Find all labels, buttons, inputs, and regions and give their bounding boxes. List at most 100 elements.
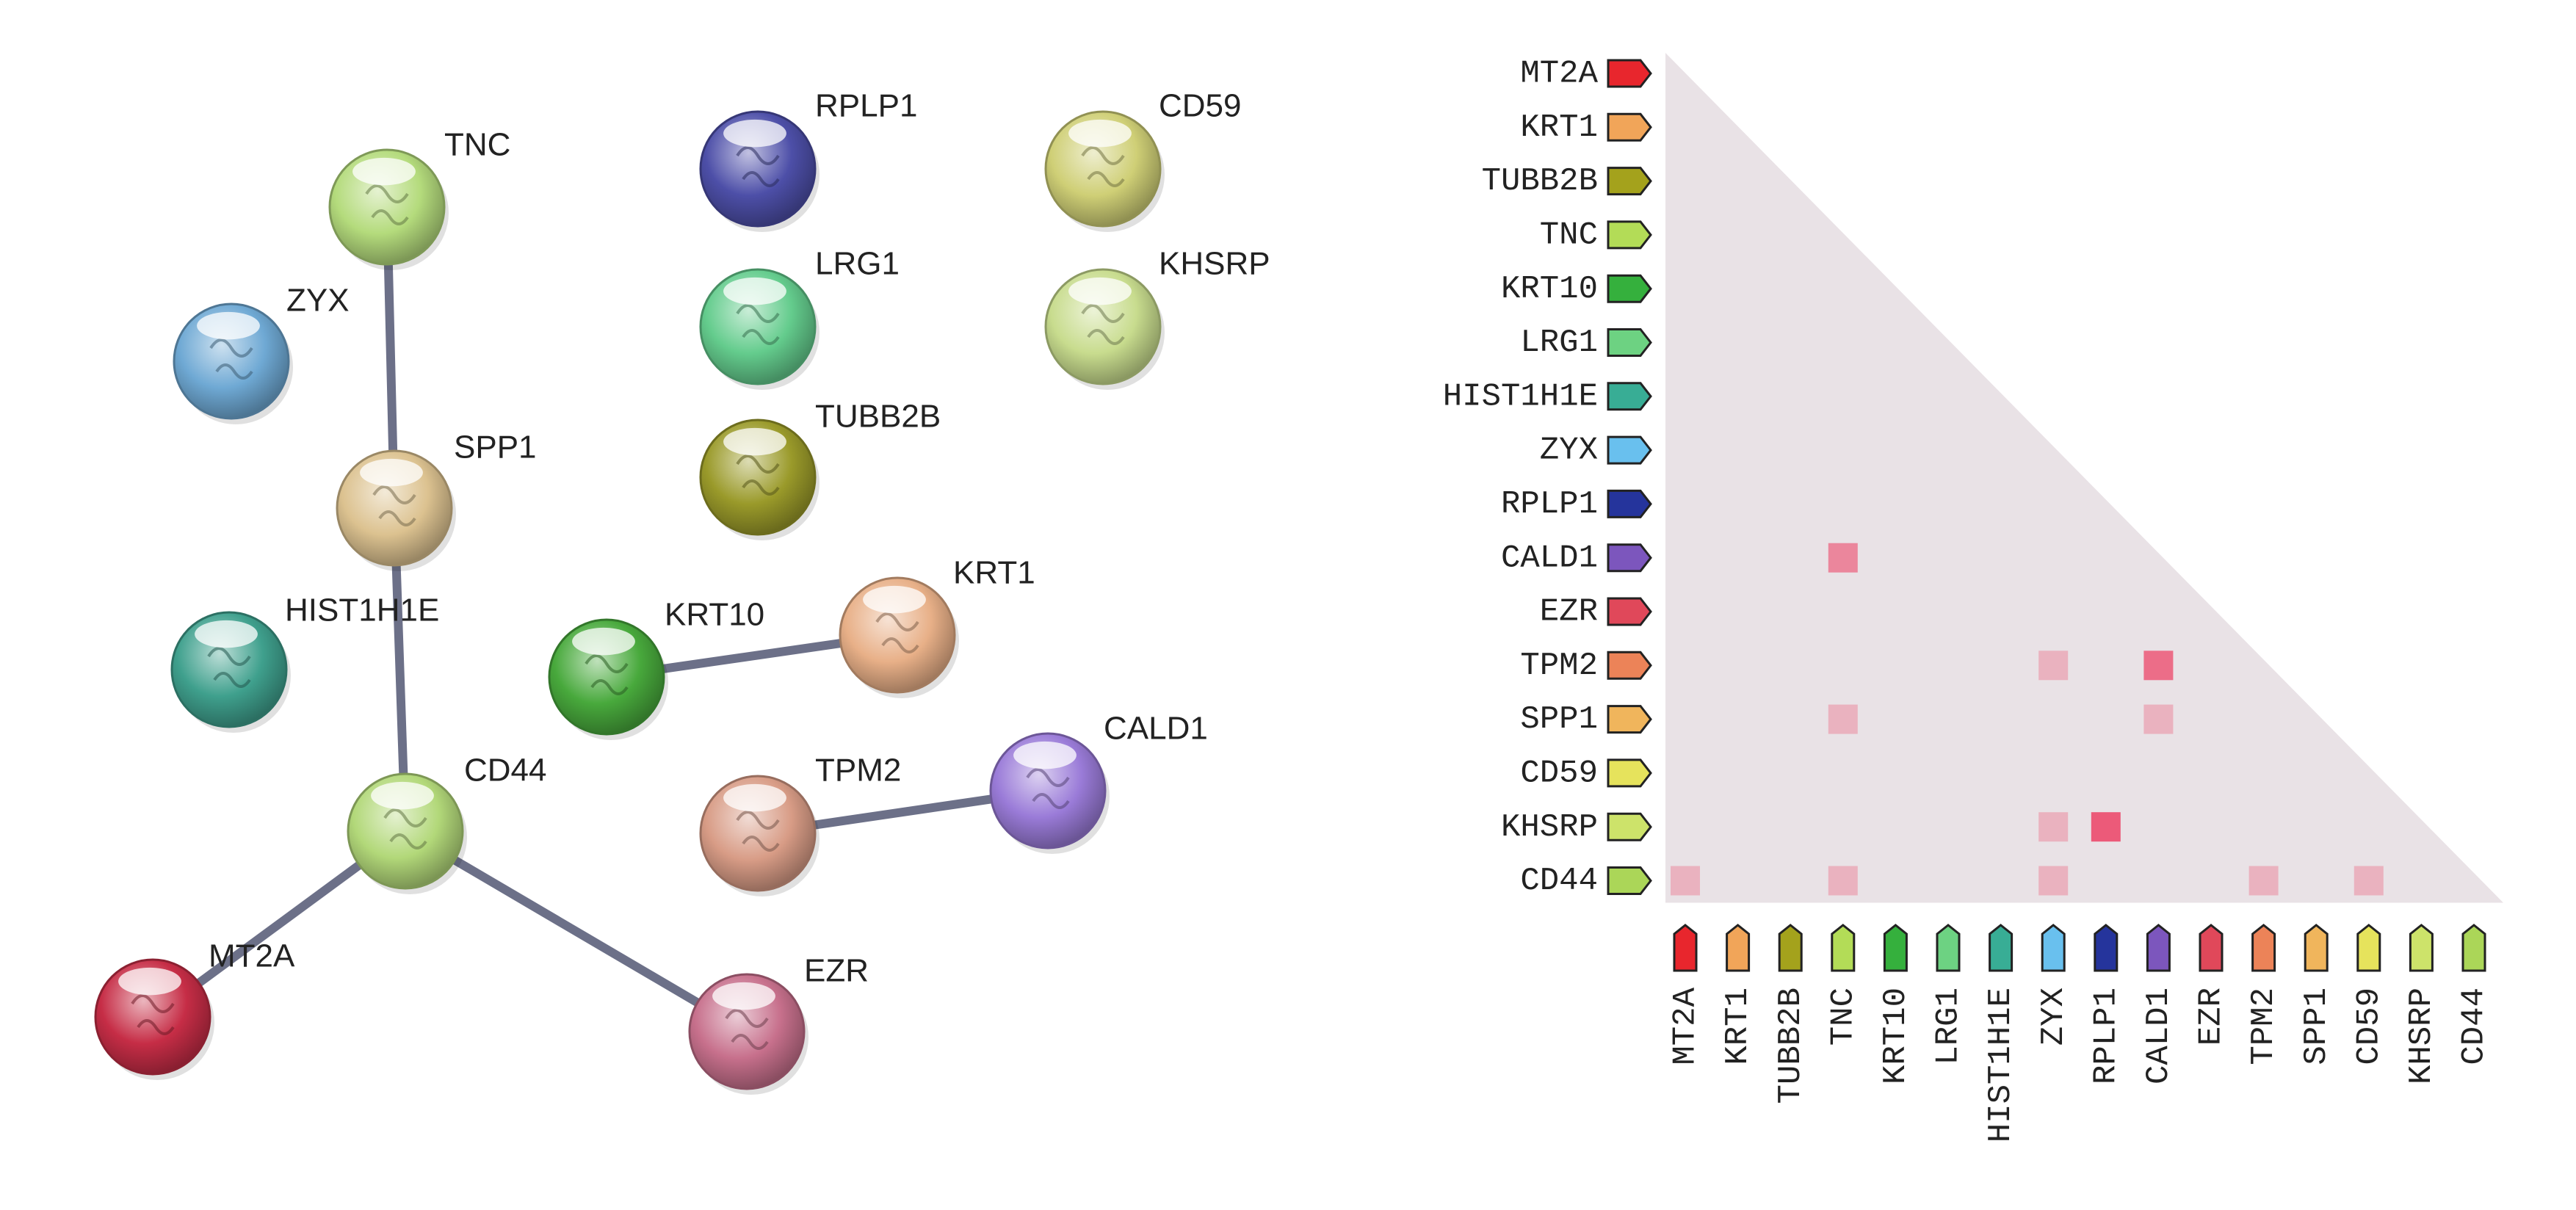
matrix-row-krt1: KRT1 [1520, 109, 1652, 146]
protein-node-rplp1[interactable]: RPLP1 [699, 88, 917, 232]
column-label: SPP1 [2298, 988, 2335, 1065]
sphere-highlight [723, 119, 786, 148]
row-arrow-icon [1607, 435, 1652, 465]
row-label: TUBB2B [1482, 163, 1598, 200]
protein-label: SPP1 [454, 430, 537, 465]
protein-structure-icon [875, 612, 919, 653]
matrix-row-cd44: CD44 [1520, 863, 1652, 899]
matrix-row-spp1: SPP1 [1520, 701, 1652, 738]
protein-structure-icon [1081, 146, 1125, 187]
protein-label: MT2A [209, 938, 295, 974]
column-arrow-icon [1726, 924, 1751, 972]
matrix-cell-cald1-tnc[interactable] [1828, 543, 1858, 573]
matrix-row-labels: MT2AKRT1TUBB2BTNCKRT10LRG1HIST1H1EZYXRPL… [1443, 56, 1652, 899]
column-arrow-icon [1778, 924, 1803, 972]
row-label: CD44 [1520, 863, 1598, 899]
row-label: KRT1 [1520, 109, 1598, 146]
matrix-cell-tpm2-zyx[interactable] [2038, 651, 2069, 681]
matrix-cell-khsrp-zyx[interactable] [2038, 812, 2069, 842]
matrix-column-krt1: KRT1 [1720, 924, 1756, 1065]
protein-label: CD44 [464, 753, 547, 789]
matrix-column-zyx: ZYX [2036, 924, 2072, 1046]
row-arrow-icon [1607, 167, 1652, 196]
protein-node-zyx[interactable]: ZYX [173, 283, 350, 424]
protein-node-tnc[interactable]: TNC [328, 127, 510, 270]
protein-node-lrg1[interactable]: LRG1 [699, 246, 900, 390]
matrix-column-krt10: KRT10 [1878, 924, 1914, 1084]
sphere-highlight [195, 620, 258, 648]
sphere-highlight [723, 427, 786, 456]
column-arrow-icon [2199, 924, 2224, 972]
matrix-cell-cd44-zyx[interactable] [2038, 866, 2069, 896]
protein-node-tpm2[interactable]: TPM2 [699, 753, 901, 896]
protein-label: CALD1 [1104, 711, 1208, 747]
matrix-column-tpm2: TPM2 [2246, 924, 2282, 1065]
sphere-highlight [863, 585, 926, 614]
protein-node-cd59[interactable]: CD59 [1044, 88, 1242, 232]
protein-node-mt2a[interactable]: MT2A [94, 938, 295, 1080]
column-label: TNC [1825, 988, 1862, 1046]
protein-structure-icon [736, 811, 780, 852]
protein-node-hist1h1e[interactable]: HIST1H1E [170, 593, 439, 733]
matrix-cell-layer [1671, 543, 2384, 896]
protein-node-cd44[interactable]: CD44 [347, 753, 547, 894]
sphere-highlight [352, 157, 416, 186]
sphere-highlight [371, 781, 434, 810]
matrix-panel: MT2AKRT1TUBB2BTNCKRT10LRG1HIST1H1EZYXRPL… [1443, 53, 2503, 1142]
protein-node-khsrp[interactable]: KHSRP [1044, 246, 1270, 390]
sphere-highlight [360, 458, 423, 487]
row-arrow-icon [1607, 866, 1652, 895]
column-arrow-icon [2251, 924, 2276, 972]
row-arrow-icon [1607, 758, 1652, 788]
matrix-cell-cd44-tpm2[interactable] [2248, 866, 2279, 896]
row-label: CALD1 [1501, 540, 1598, 576]
matrix-column-hist1h1e: HIST1H1E [1983, 924, 2019, 1142]
protein-label: HIST1H1E [285, 593, 439, 628]
matrix-column-labels: MT2A KRT1 TUBB2B TNC KRT10 LRG1 HIST1H1E ZYX RPL… [1668, 924, 2493, 1142]
matrix-cell-cd44-tnc[interactable] [1828, 866, 1858, 896]
protein-node-krt1[interactable]: KRT1 [839, 555, 1035, 698]
protein-structure-icon [131, 994, 175, 1035]
matrix-row-hist1h1e: HIST1H1E [1443, 378, 1652, 415]
protein-label: TUBB2B [815, 399, 941, 435]
matrix-cell-cd44-cd59[interactable] [2354, 866, 2384, 896]
row-label: LRG1 [1520, 325, 1598, 361]
protein-node-cald1[interactable]: CALD1 [989, 711, 1208, 854]
column-label: HIST1H1E [1983, 988, 2019, 1142]
row-arrow-icon [1607, 489, 1652, 518]
matrix-cell-cd44-mt2a[interactable] [1671, 866, 1700, 896]
protein-label: KRT10 [665, 597, 764, 633]
protein-node-tubb2b[interactable]: TUBB2B [699, 399, 941, 540]
row-arrow-icon [1607, 274, 1652, 303]
sphere-highlight [1068, 119, 1132, 148]
protein-node-krt10[interactable]: KRT10 [548, 597, 764, 740]
column-label: CALD1 [2141, 988, 2177, 1084]
sphere-highlight [723, 277, 786, 305]
matrix-cell-tpm2-cald1[interactable] [2143, 651, 2174, 681]
column-label: CD44 [2456, 988, 2493, 1065]
column-label: MT2A [1668, 987, 1704, 1065]
row-label: TNC [1540, 217, 1598, 254]
protein-structure-icon [736, 304, 780, 345]
matrix-column-lrg1: LRG1 [1931, 924, 1967, 1065]
protein-node-spp1[interactable]: SPP1 [336, 430, 537, 571]
protein-label: CD59 [1159, 88, 1242, 124]
matrix-row-krt10: KRT10 [1501, 271, 1652, 308]
protein-node-ezr[interactable]: EZR [688, 953, 869, 1095]
row-arrow-icon [1607, 220, 1652, 250]
matrix-row-zyx: ZYX [1540, 432, 1652, 469]
matrix-column-cald1: CALD1 [2141, 924, 2177, 1084]
matrix-cell-khsrp-rplp1[interactable] [2091, 812, 2121, 842]
protein-label: EZR [804, 953, 869, 989]
column-arrow-icon [2461, 924, 2486, 972]
column-label: RPLP1 [2088, 988, 2124, 1084]
protein-label: TPM2 [815, 753, 901, 789]
matrix-column-mt2a: MT2A [1668, 924, 1704, 1065]
row-arrow-icon [1607, 651, 1652, 680]
matrix-cell-spp1-cald1[interactable] [2143, 704, 2174, 734]
matrix-column-ezr: EZR [2193, 924, 2230, 1046]
column-arrow-icon [2041, 924, 2066, 972]
matrix-cell-spp1-tnc[interactable] [1828, 704, 1858, 734]
matrix-column-tubb2b: TUBB2B [1773, 924, 1809, 1104]
